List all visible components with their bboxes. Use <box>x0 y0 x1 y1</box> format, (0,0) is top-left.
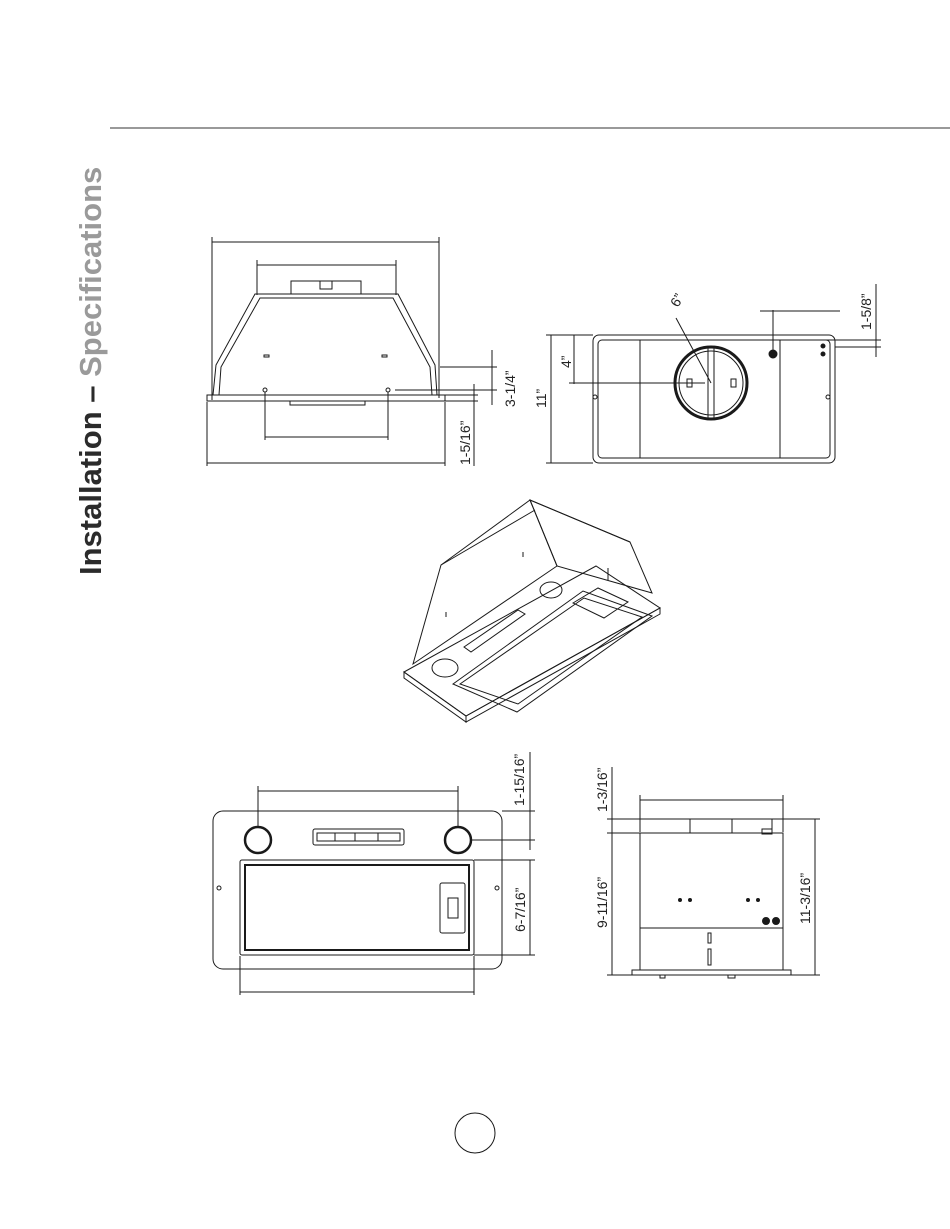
bottom-view <box>213 752 535 995</box>
title-installation: Installation <box>73 411 108 575</box>
dim-1-15-16: 1-15/16” <box>511 754 527 806</box>
dim-1-3-16: 1-3/16” <box>594 767 610 812</box>
dim-6-7-16: 6-7/16” <box>512 887 528 932</box>
front-view <box>207 237 497 466</box>
isometric-view <box>404 500 660 722</box>
section-title: Installation – Specifications <box>63 155 119 575</box>
dim-1-5-16: 1-5/16” <box>457 420 473 465</box>
dim-11: 11” <box>533 388 549 408</box>
dim-3-1-4: 3-1/4” <box>502 370 518 407</box>
dim-9-11-16: 9-11/16” <box>594 877 610 928</box>
title-specifications: Specifications <box>73 167 108 377</box>
dim-4: 4” <box>558 355 574 368</box>
dim-1-5-8: 1-5/8” <box>858 293 874 330</box>
top-view <box>546 284 881 463</box>
dim-11-3-16: 11-3/16” <box>797 873 813 924</box>
side-view <box>607 767 820 978</box>
page-number-circle <box>455 1113 495 1153</box>
dim-6-duct: 6” <box>667 290 687 309</box>
title-separator: – <box>73 377 108 411</box>
